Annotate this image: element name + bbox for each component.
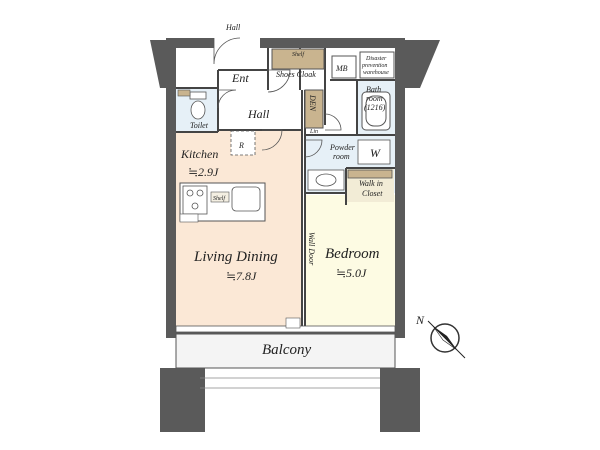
balcony-area xyxy=(175,333,396,369)
walk-in-label-1: Walk in xyxy=(359,179,383,188)
powder-room-label-2: room xyxy=(333,152,350,161)
kitchen-cabinet xyxy=(179,213,199,223)
den-closet xyxy=(304,89,324,129)
compass-icon: N xyxy=(415,313,466,359)
refrigerator-space xyxy=(230,130,256,156)
washer-label: W xyxy=(370,146,381,160)
walk-in-label-2: Closet xyxy=(362,189,383,198)
bedroom-size-label: ≒5.0J xyxy=(336,266,367,280)
kitchen-shelf xyxy=(210,191,230,203)
walk-in-closet-shelf xyxy=(347,169,393,179)
bathtub-icon xyxy=(361,91,391,131)
disaster-box xyxy=(359,51,395,79)
toilet-shelf xyxy=(177,89,191,97)
kitchen-shelf-label: Shelf xyxy=(213,195,226,202)
toilet-label: Toilet xyxy=(190,121,209,130)
toilet-icon xyxy=(189,91,207,120)
kitchen-size-label: ≒2.9J xyxy=(188,165,219,179)
shoes-shelf-label: Shelf xyxy=(292,51,305,58)
compass-north-label: N xyxy=(415,313,425,327)
kitchen-sink-icon xyxy=(231,186,261,212)
aircon-unit xyxy=(285,317,301,329)
sink-icon xyxy=(307,169,345,191)
interior-walls xyxy=(176,48,395,330)
bath-label-1: Bath xyxy=(366,85,381,94)
bedroom-label: Bedroom xyxy=(325,246,380,262)
entrance-label: Ent xyxy=(231,71,249,85)
hall-top-label: Hall xyxy=(225,23,241,32)
living-dining-label: Living Dining xyxy=(193,249,278,265)
balcony-window xyxy=(175,325,396,333)
disaster-label-1: Disaster xyxy=(365,56,387,62)
bath-label-3: (1216) xyxy=(364,103,386,112)
shoes-cloak-label: Shoes Cloak xyxy=(276,70,316,79)
linen-label: Lin xyxy=(309,129,318,135)
wall-door-label: Wall Door xyxy=(307,232,316,266)
mb-label: MB xyxy=(335,64,348,73)
disaster-label-2: prevention xyxy=(361,63,387,69)
powder-room-label-1: Powder xyxy=(329,143,356,152)
kitchen-label: Kitchen xyxy=(180,147,218,161)
hall-floor xyxy=(218,90,300,130)
living-dining-floor xyxy=(176,130,302,330)
mb-box xyxy=(331,55,357,79)
door-swing-icon xyxy=(213,37,342,158)
washer-space xyxy=(357,139,391,165)
bedroom-floor xyxy=(305,195,395,330)
disaster-label-3: warehouse xyxy=(363,70,389,76)
balcony-label: Balcony xyxy=(262,342,311,358)
living-dining-size-label: ≒7.8J xyxy=(226,269,257,283)
bath-label-2: room xyxy=(366,94,383,103)
den-label: DEN xyxy=(308,94,317,112)
refrigerator-label: R xyxy=(238,141,244,150)
hall-mid-label: Hall xyxy=(247,107,270,121)
shoes-cloak-shelf xyxy=(271,48,325,70)
